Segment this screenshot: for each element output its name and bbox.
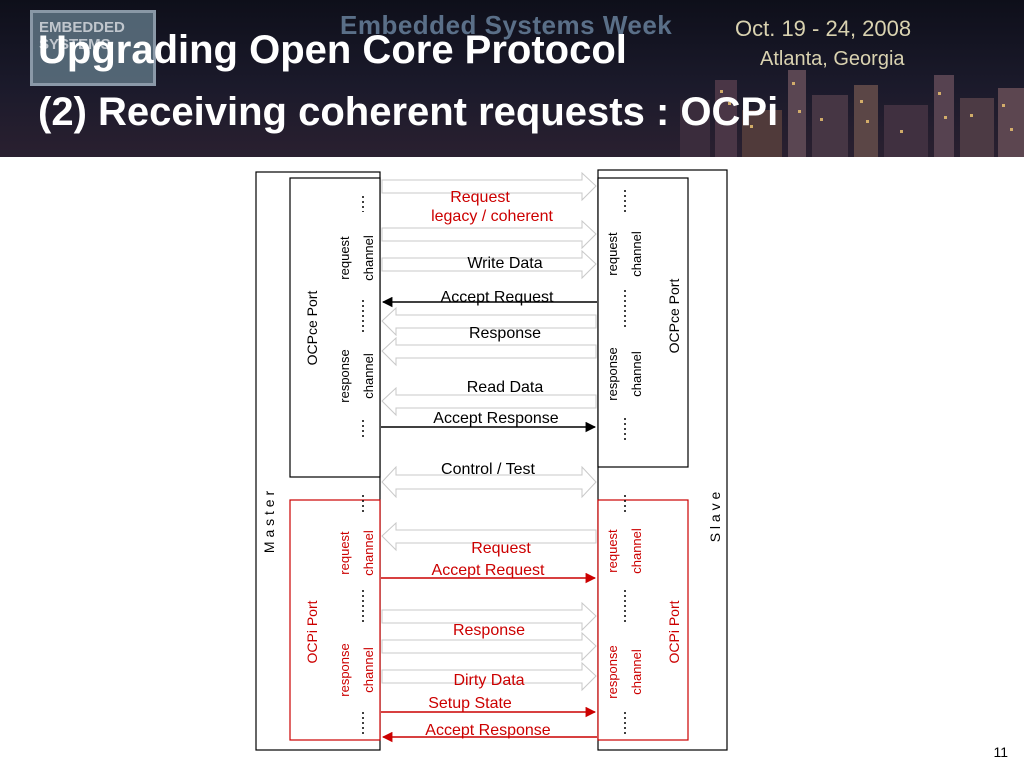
master-ocpce-response-channel-label: response xyxy=(337,349,352,402)
signal-control-test: Control / Test xyxy=(441,461,536,478)
ocpi-signal-dirty-data: Dirty Data xyxy=(453,672,524,689)
slave-ocpce-port-label: OCPce Port xyxy=(666,279,682,354)
ocpce-response-arrows xyxy=(381,306,597,417)
bus-markers xyxy=(362,190,626,735)
master-ocpce-response-channel-label-2: channel xyxy=(361,353,376,399)
slave-ocpi-request-channel-label-2: channel xyxy=(629,528,644,574)
slave-ocpce-request-channel-label-2: channel xyxy=(629,231,644,277)
slave-ocpce-response-channel-label-2: channel xyxy=(629,351,644,397)
signal-accept-request: Accept Request xyxy=(441,289,555,306)
signal-accept-response: Accept Response xyxy=(433,410,559,427)
master-ocpi-port-label: OCPi Port xyxy=(304,600,320,663)
master-label: M a s t e r xyxy=(261,491,277,554)
slide-title-line-2: (2) Receiving coherent requests : OCPi xyxy=(38,90,779,134)
ocpi-signal-setup-state: Setup State xyxy=(428,695,512,712)
signal-read-data: Read Data xyxy=(467,379,544,396)
signal-request: Request xyxy=(450,189,510,206)
master-ocpi-request-channel-label-2: channel xyxy=(361,530,376,576)
signal-request-sub: legacy / coherent xyxy=(431,208,553,225)
event-name: Embedded Systems Week xyxy=(340,10,673,40)
ocpce-request-arrows xyxy=(381,171,597,280)
slave-ocpi-request-channel-label: request xyxy=(605,529,620,573)
ocpi-signal-request: Request xyxy=(471,540,531,557)
ocpi-request-arrows xyxy=(381,521,597,552)
slave-ocpi-response-channel-label: response xyxy=(605,645,620,698)
ocpi-signal-response: Response xyxy=(453,622,525,639)
ocpi-signal-accept-response: Accept Response xyxy=(425,722,551,739)
control-test-arrow xyxy=(381,465,597,499)
slide-title-line-1: Upgrading Open Core Protocol xyxy=(38,28,627,72)
slave-ocpi-port xyxy=(597,499,689,741)
master-ocpce-request-channel-label-2: channel xyxy=(361,235,376,281)
signal-response: Response xyxy=(469,325,541,342)
esweek-logo: EMBEDDED SYSTEMS xyxy=(30,10,156,86)
master-ocpi-response-channel-label: response xyxy=(337,643,352,696)
slave-ocpi-response-channel-label-2: channel xyxy=(629,649,644,695)
master-ocpce-port-label: OCPce Port xyxy=(304,291,320,366)
master-ocpi-response-channel-label-2: channel xyxy=(361,647,376,693)
master-ocpi-port xyxy=(289,499,381,741)
ocpi-signal-accept-request: Accept Request xyxy=(432,562,546,579)
master-ocpce-request-channel-label: request xyxy=(337,236,352,280)
page-number: 11 xyxy=(993,744,1008,760)
slave-label: S l a v e xyxy=(707,492,723,543)
city-skyline-image xyxy=(680,70,1024,157)
slave-ocpi-port-label: OCPi Port xyxy=(666,600,682,663)
ocpi-response-arrows xyxy=(381,601,597,692)
slave-ocpce-request-channel-label: request xyxy=(605,232,620,276)
master-ocpce-port xyxy=(289,177,381,478)
master-ocpi-request-channel-label: request xyxy=(337,531,352,575)
header-banner: EMBEDDED SYSTEMS Embedded Systems Week O… xyxy=(0,0,1024,157)
event-date: Oct. 19 - 24, 2008 xyxy=(735,16,912,41)
event-place: Atlanta, Georgia xyxy=(760,48,905,70)
signal-write-data: Write Data xyxy=(467,255,542,272)
slave-ocpce-response-channel-label: response xyxy=(605,347,620,400)
slave-ocpce-port xyxy=(597,177,689,468)
